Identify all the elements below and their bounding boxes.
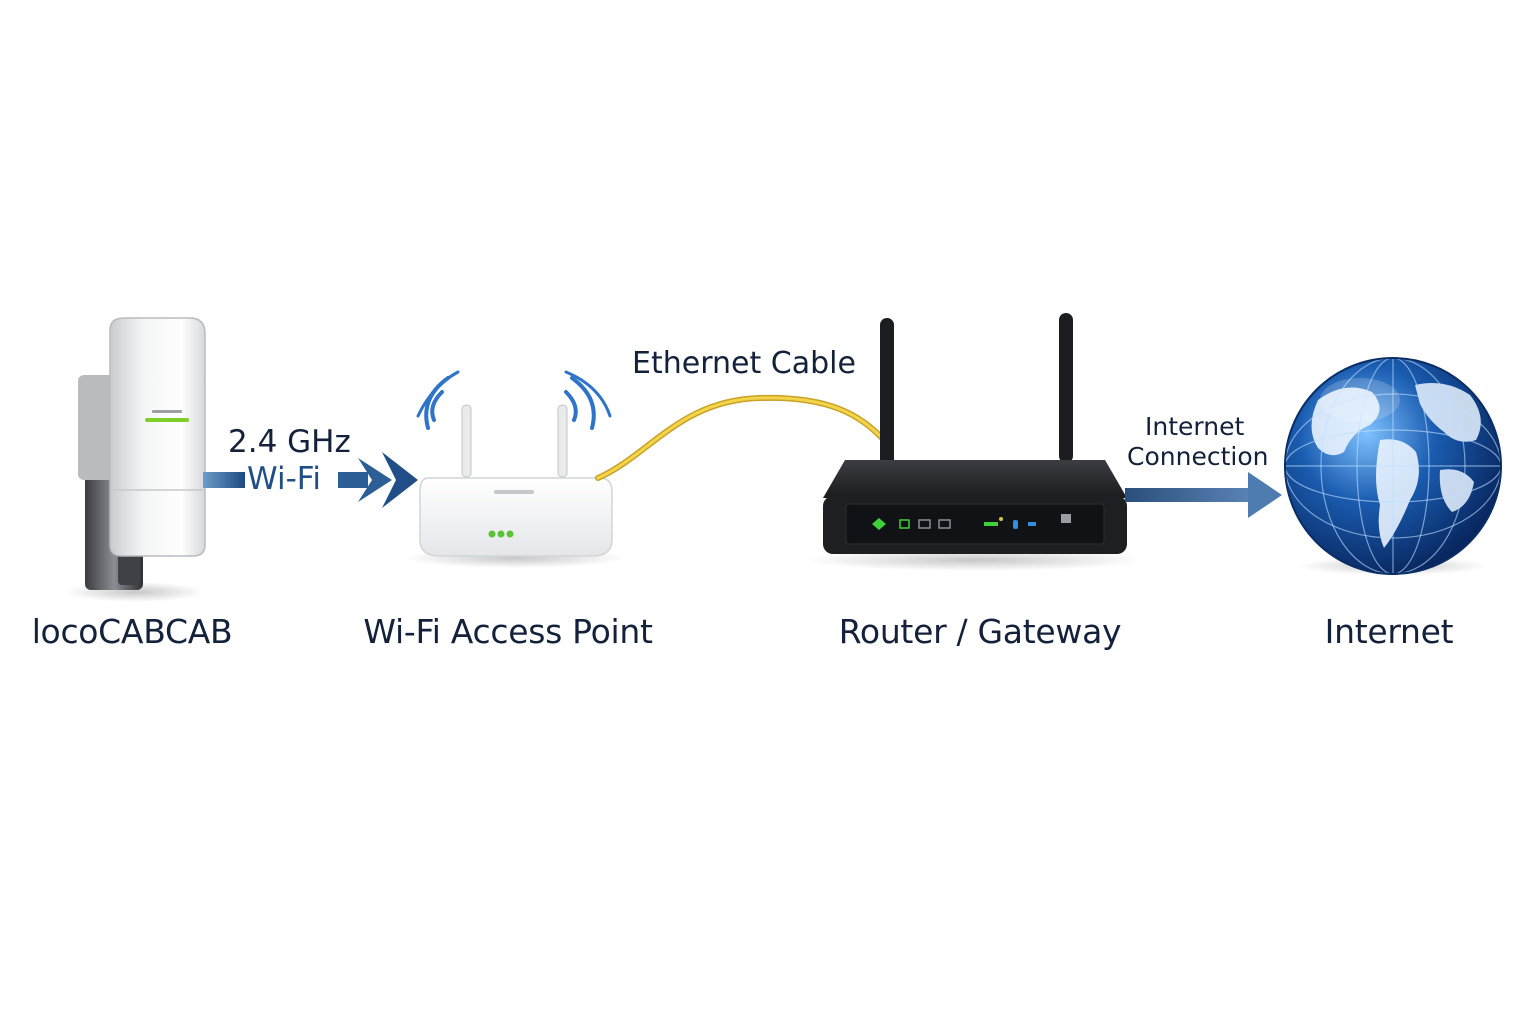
internet-connection-label-line2: Connection — [1127, 442, 1269, 471]
internet-label: Internet — [1324, 612, 1454, 651]
ethernet-cable-label: Ethernet Cable — [632, 346, 856, 381]
wifi-frequency-label: 2.4 GHz — [228, 424, 351, 460]
internet-connection-label-line1: Internet — [1145, 412, 1245, 441]
wifi-signal-icon — [416, 370, 612, 430]
globe-icon — [1284, 357, 1502, 575]
router-label: Router / Gateway — [838, 612, 1122, 651]
wifi-label: Wi-Fi — [247, 461, 321, 497]
ethernet-cable-icon — [595, 394, 887, 481]
outdoor-cpe-icon — [65, 317, 206, 602]
access-point-label: Wi-Fi Access Point — [363, 612, 653, 651]
access-point-icon — [405, 404, 625, 568]
internet-link-arrow — [1125, 472, 1282, 518]
wifi-link-arrow — [203, 452, 418, 508]
router-icon — [805, 313, 1145, 571]
cpe-label: locoCABCAB — [31, 612, 233, 651]
